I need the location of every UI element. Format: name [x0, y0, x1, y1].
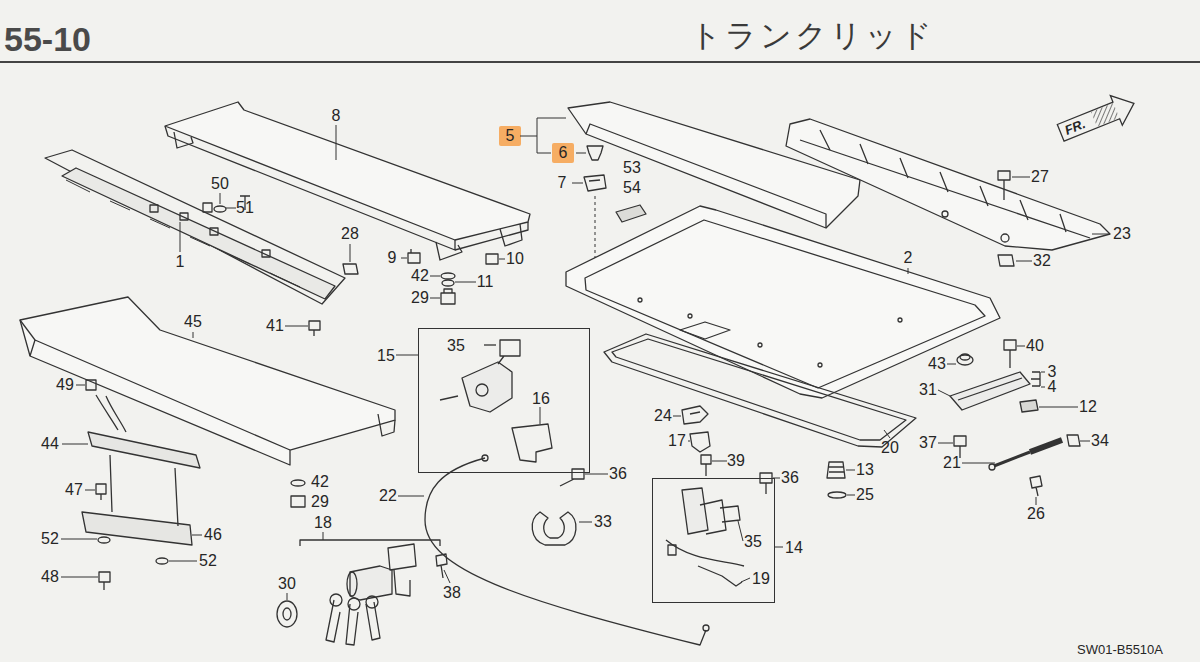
callout-number: 29: [311, 494, 329, 510]
callout-number: 7: [558, 175, 567, 191]
callout-number: 54: [623, 180, 641, 196]
callout-number: 28: [341, 226, 359, 242]
callout-number: 35: [447, 338, 465, 354]
callout-number: 20: [881, 440, 899, 456]
callout-number: 34: [1091, 433, 1109, 449]
callout-number: 3: [1048, 364, 1057, 380]
callout-number: 11: [477, 274, 494, 290]
callout-number: 35: [744, 534, 762, 550]
callout-number: 48: [41, 569, 59, 585]
callout-number: 36: [781, 470, 799, 486]
callout-number: 16: [532, 391, 550, 407]
group-box: 153516: [418, 328, 590, 473]
callout-number: 45: [184, 314, 202, 330]
callout-number: 9: [388, 250, 397, 266]
callout-number: 26: [1027, 506, 1045, 522]
callout-number: 42: [311, 474, 329, 490]
header-rule: [0, 62, 1200, 63]
callout-number: 17: [668, 433, 686, 449]
callout-number: 36: [609, 466, 627, 482]
callout-number: 33: [594, 514, 612, 530]
callout-number: 6: [559, 145, 568, 161]
callout-number: 49: [56, 377, 74, 393]
callout-number: 46: [204, 527, 222, 543]
callout-number: 29: [411, 290, 429, 306]
callout-number: 44: [41, 436, 59, 452]
callout-number: 41: [266, 318, 284, 334]
figure-code: SW01-B5510A: [1077, 643, 1163, 656]
callout-number: 2: [904, 250, 913, 266]
callout-number: 22: [379, 488, 397, 504]
callout-number: 42: [411, 268, 429, 284]
callout-number: 51: [236, 200, 254, 216]
callout-number: 40: [1026, 338, 1044, 354]
leader-lines: [61, 118, 1110, 600]
callout-number: 8: [332, 108, 341, 124]
callout-number: 31: [919, 382, 937, 398]
callout-number: 43: [928, 356, 946, 372]
callout-number: 50: [211, 176, 229, 192]
callout-number: 14: [785, 540, 803, 556]
callout-number: 27: [1031, 169, 1049, 185]
callout-number: 52: [41, 531, 59, 547]
callout-number: 15: [377, 348, 395, 364]
callout-number: 18: [314, 515, 332, 531]
callout-number: 37: [919, 435, 937, 451]
callout-number: 24: [654, 408, 672, 424]
callout-number: 12: [1079, 399, 1097, 415]
callout-number: 23: [1113, 226, 1131, 242]
callout-number: 1: [176, 254, 185, 270]
callout-number: 21: [943, 455, 961, 471]
callout-number: 32: [1033, 253, 1051, 269]
callout-number: 47: [65, 482, 83, 498]
callout-number: 53: [623, 160, 641, 176]
callout-number: 4: [1048, 379, 1057, 395]
callout-number: 19: [752, 571, 770, 587]
diagram-title: トランクリッド: [690, 20, 935, 51]
callout-number: 38: [443, 585, 461, 601]
callout-number: 10: [506, 251, 524, 267]
callout-number: 13: [856, 462, 874, 478]
callout-number: 52: [199, 553, 217, 569]
callout-number: 30: [278, 576, 296, 592]
page-number: 55-10: [4, 22, 91, 56]
front-arrow: [1055, 88, 1140, 147]
callout-number: 5: [506, 128, 515, 144]
part-drawings: [20, 102, 1110, 645]
callout-number: 39: [727, 453, 745, 469]
group-box: 143519: [652, 478, 775, 603]
callout-number: 25: [856, 487, 874, 503]
